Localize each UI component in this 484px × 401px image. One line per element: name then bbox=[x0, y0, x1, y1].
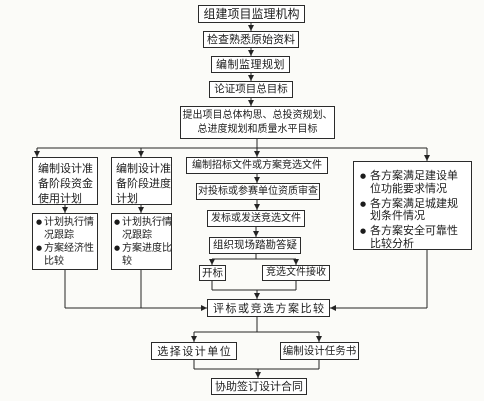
node-label-line: 使用计划 bbox=[38, 192, 82, 205]
bullet-text-line: 比较 bbox=[44, 256, 64, 267]
node-label: 论证项目总目标 bbox=[214, 83, 288, 96]
node-label: 组建项目监理机构 bbox=[203, 7, 300, 21]
node-label: 选择设计单位 bbox=[157, 344, 233, 358]
bullet-point: 计划执行情 况跟踪 bbox=[36, 216, 97, 242]
node-label: 评标或竞选方案比较 bbox=[213, 301, 326, 315]
bullet-text-line: 计划执行情 bbox=[44, 217, 94, 228]
node-label: 协助签订设计合同 bbox=[215, 380, 303, 393]
node-verify-objectives: 论证项目总目标 bbox=[209, 81, 293, 98]
bullet-text-line: 比较分析 bbox=[370, 236, 414, 250]
bullet-text-line: 各方案满足建设单 bbox=[370, 169, 458, 182]
node-receive-entries: 竞选文件接收 bbox=[262, 265, 330, 281]
node-label-line: 总进度规划和质量水平目标 bbox=[197, 123, 318, 135]
node-schedule-checks: 计划执行情 况跟踪 方案进度比 较 bbox=[111, 213, 172, 270]
node-compare-criteria: 各方案满足建设单 位功能要求情况 各方案满足城建规 划条件情况 各方案安全可靠性… bbox=[353, 161, 472, 250]
node-check-materials: 检查熟悉原始资料 bbox=[203, 31, 299, 48]
bullet-point: 计划执行情 况跟踪 bbox=[114, 216, 172, 242]
bullet-text-line: 方案经济性 bbox=[44, 243, 94, 254]
node-label-line: 编制设计准 bbox=[116, 162, 171, 175]
node-fund-checks: 计划执行情 况跟踪 方案经济性 比较 bbox=[32, 213, 98, 270]
bullet-text-line: 况跟踪 bbox=[44, 230, 74, 241]
node-fund-plan: 编制设计准 备阶段资金 使用计划 bbox=[32, 157, 98, 205]
node-site-visit: 组织现场踏勘答疑 bbox=[209, 237, 301, 254]
node-schedule-plan: 编制设计准 备阶段进度 计划 bbox=[111, 157, 172, 205]
bullet-icon bbox=[114, 242, 120, 255]
node-label: 发标或发送竞选文件 bbox=[211, 212, 301, 224]
bullet-point: 方案经济性 比较 bbox=[36, 242, 97, 268]
node-label-line: 备阶段进度 bbox=[116, 177, 171, 190]
node-label-line: 计划 bbox=[116, 192, 138, 205]
node-select-designer: 选择设计单位 bbox=[151, 342, 237, 360]
bullet-point: 方案进度比 较 bbox=[114, 242, 172, 268]
node-contract: 协助签订设计合同 bbox=[211, 378, 307, 395]
node-label: 组织现场踏勘答疑 bbox=[213, 239, 297, 252]
bullet-text-line: 较 bbox=[122, 256, 132, 267]
node-qualification-review: 对投标或参赛单位资质审查 bbox=[196, 183, 320, 200]
bullet-text-line: 各方案满足城建规 bbox=[370, 196, 458, 210]
bullet-text-line: 位功能要求情况 bbox=[370, 181, 447, 195]
bullet-icon bbox=[360, 170, 366, 183]
bullet-icon bbox=[360, 225, 366, 238]
bullet-point: 各方案满足建设单 位功能要求情况 bbox=[360, 169, 471, 195]
node-label: 竞选文件接收 bbox=[266, 267, 326, 278]
bullet-text-line: 计划执行情 bbox=[122, 217, 172, 228]
node-label: 编制监理规划 bbox=[216, 58, 285, 71]
bullet-icon bbox=[36, 242, 42, 255]
node-supervision-plan: 编制监理规划 bbox=[211, 56, 290, 73]
node-overall-concept: 提出项目总体构思、总投资规划、 总进度规划和质量水平目标 bbox=[180, 106, 335, 139]
bullet-text-line: 各方案安全可靠性 bbox=[370, 224, 458, 237]
node-label-line: 提出项目总体构思、总投资规划、 bbox=[182, 109, 333, 121]
bullet-text-line: 况跟踪 bbox=[122, 230, 152, 241]
bullet-point: 各方案安全可靠性 比较分析 bbox=[360, 224, 471, 250]
node-setup-team: 组建项目监理机构 bbox=[198, 5, 305, 23]
node-open-bid: 开标 bbox=[199, 265, 226, 281]
bullet-text-line: 划条件情况 bbox=[370, 209, 425, 222]
node-prepare-bid-docs: 编制招标文件或方案竞选文件 bbox=[186, 157, 328, 174]
node-label-line: 备阶段资金 bbox=[38, 177, 93, 190]
bullet-point: 各方案满足城建规 划条件情况 bbox=[360, 196, 471, 223]
bullet-icon bbox=[360, 198, 366, 211]
node-issue-docs: 发标或发送竞选文件 bbox=[207, 210, 305, 227]
node-label: 对投标或参赛单位资质审查 bbox=[198, 185, 318, 197]
node-label: 编制招标文件或方案竞选文件 bbox=[192, 159, 322, 171]
bullet-icon bbox=[114, 216, 120, 229]
bullet-text-line: 方案进度比 bbox=[122, 243, 172, 254]
node-label: 开标 bbox=[202, 266, 223, 279]
node-label-line: 编制设计准 bbox=[38, 162, 93, 175]
bullet-icon bbox=[36, 216, 42, 229]
node-evaluation: 评标或竞选方案比较 bbox=[207, 299, 330, 317]
node-label: 编制设计任务书 bbox=[282, 344, 357, 357]
node-design-brief: 编制设计任务书 bbox=[280, 342, 359, 360]
node-label: 检查熟悉原始资料 bbox=[207, 33, 295, 46]
